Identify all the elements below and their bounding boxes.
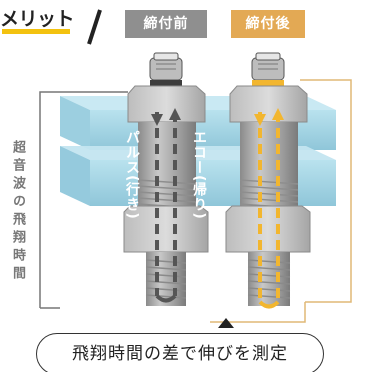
pulse-label: パルス(行き) — [124, 130, 140, 220]
bolt-after — [225, 52, 311, 309]
caption-pointer — [218, 318, 234, 328]
bracket-after-bottom — [210, 302, 306, 323]
bolt-before — [123, 52, 209, 306]
slash-mark — [87, 9, 102, 45]
echo-label: エコー(帰り) — [191, 130, 207, 220]
merit-heading: メリット — [0, 8, 75, 30]
bracket-before — [39, 91, 128, 308]
before-tightening-badge: 締付前 — [125, 10, 207, 38]
after-tightening-badge: 締付後 — [231, 10, 305, 38]
flight-time-label: 超音波の飛翔時間 — [10, 140, 25, 284]
bracket-after — [300, 79, 352, 303]
measurement-caption: 飛翔時間の差で伸びを測定 — [36, 333, 324, 372]
merit-underline — [2, 29, 70, 34]
